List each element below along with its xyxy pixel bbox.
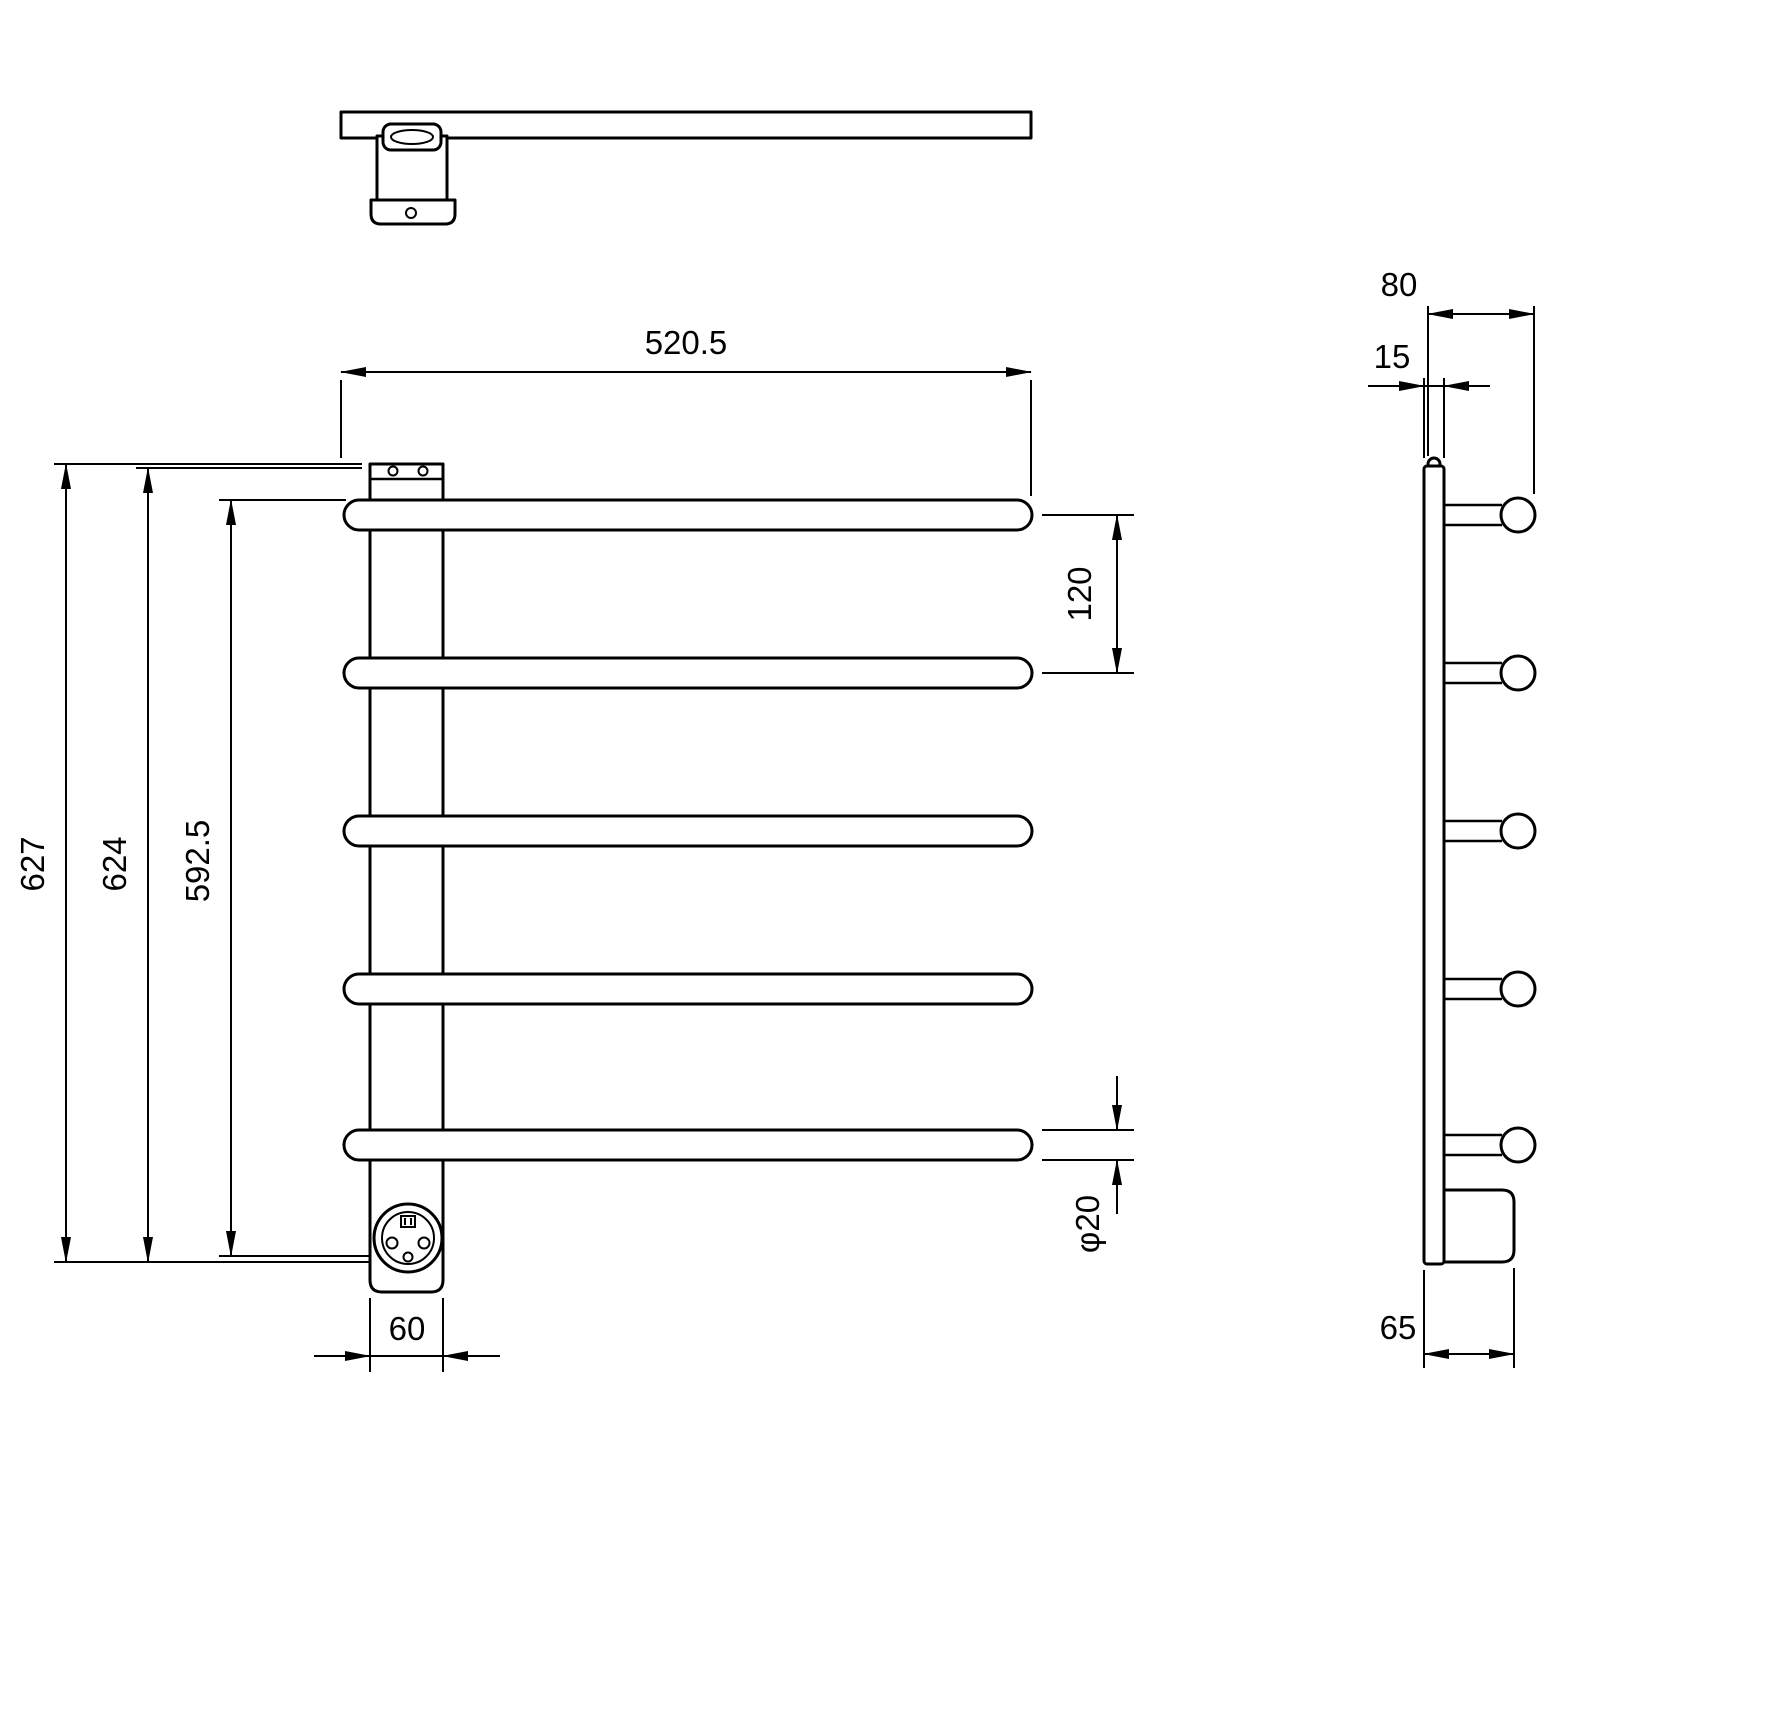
towel-bar-1	[342, 498, 1034, 532]
bar-end-cap	[1499, 812, 1537, 850]
power-connector-inner	[381, 1211, 435, 1265]
dim-bar-diameter: φ20	[1042, 1076, 1134, 1253]
dim-height-overall: 627	[14, 463, 369, 1263]
bottom-housing	[1442, 1188, 1516, 1264]
bar-end-cap	[1499, 654, 1537, 692]
dim-bracket-depth: 65	[1380, 1268, 1515, 1368]
side-view	[1422, 456, 1537, 1266]
connector-key-slot	[400, 1215, 416, 1228]
post-screw-left	[387, 465, 399, 477]
bar-end-5	[1444, 1126, 1537, 1164]
dim-label-bracket-depth: 65	[1380, 1309, 1417, 1346]
bar-end-3	[1444, 812, 1537, 850]
bar-end-cap	[1499, 970, 1537, 1008]
front-view	[342, 462, 1034, 1294]
towel-bar-2	[342, 656, 1034, 690]
dim-label-bar-diameter: φ20	[1069, 1195, 1106, 1253]
mount-flange	[369, 198, 457, 226]
side-rail	[1422, 464, 1446, 1266]
bar-end-cap	[1499, 496, 1537, 534]
dim-label-width-overall: 520.5	[645, 324, 728, 361]
bar-end-2	[1444, 654, 1537, 692]
dim-height-bars: 592.5	[179, 499, 369, 1257]
towel-bar-4	[342, 972, 1034, 1006]
dim-height-rail: 624	[96, 467, 362, 1263]
top-view	[339, 110, 1033, 226]
flange-screw-hole	[405, 207, 417, 219]
bar-end-1	[1444, 496, 1537, 534]
dim-width-overall: 520.5	[340, 324, 1032, 496]
connector-pin-right	[417, 1236, 431, 1250]
dimensions: 520.5 627 624 592.5 120	[14, 266, 1535, 1372]
bar-end-cap	[1499, 1126, 1537, 1164]
post-screw-right	[417, 465, 429, 477]
wall-post	[368, 462, 445, 1294]
power-connector-outer	[372, 1202, 444, 1274]
dim-label-height-rail: 624	[96, 836, 133, 891]
dim-label-rail-thickness: 15	[1374, 338, 1411, 375]
dim-depth-overall: 80	[1381, 266, 1535, 494]
top-view-bar	[339, 110, 1033, 140]
towel-bar-5	[342, 1128, 1034, 1162]
dim-rail-thickness: 15	[1368, 338, 1490, 458]
dim-label-depth-overall: 80	[1381, 266, 1418, 303]
mount-boss-detail	[390, 129, 434, 145]
dim-label-height-bars: 592.5	[179, 820, 216, 903]
connector-pin-bottom	[402, 1251, 414, 1263]
dim-label-height-overall: 627	[14, 836, 51, 891]
connector-pin-left	[385, 1236, 399, 1250]
dim-bar-spacing: 120	[1042, 514, 1134, 674]
towel-bar-3	[342, 814, 1034, 848]
dim-post-width: 60	[314, 1298, 500, 1372]
bar-end-4	[1444, 970, 1537, 1008]
dim-label-bar-spacing: 120	[1061, 566, 1098, 621]
dim-label-post-width: 60	[389, 1310, 426, 1347]
mount-boss	[381, 122, 443, 152]
